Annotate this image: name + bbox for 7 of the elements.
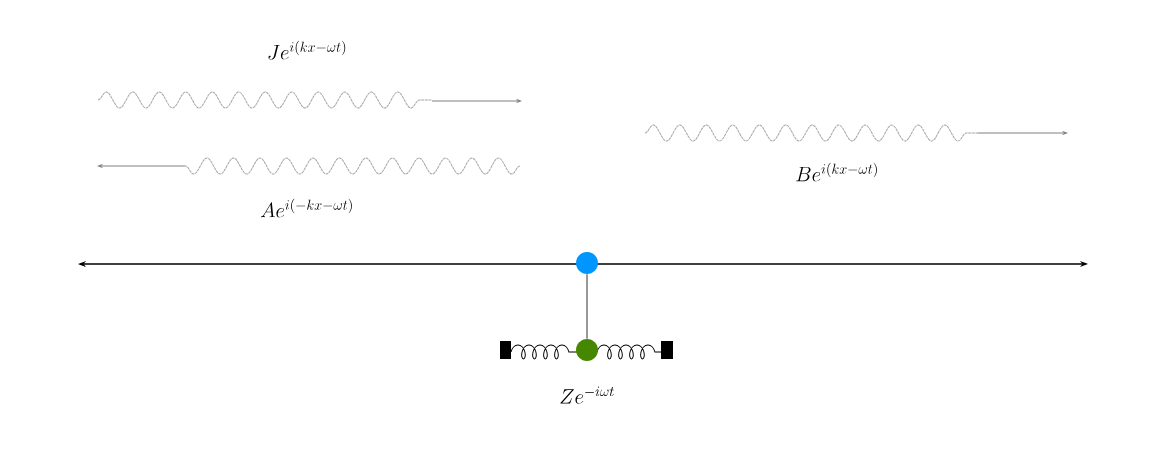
connector-line [586,273,588,340]
formula-label: $Be^{i(kx-\omega t)}$ [796,162,877,182]
dot [576,252,598,274]
formula-label: $Ze^{-i\omega t}$ [560,386,614,404]
formula-label: $Je^{i(kx-\omega t)}$ [268,40,346,60]
dot [576,339,598,361]
formula-label: $Ae^{i(-kx-\omega t)}$ [260,198,352,218]
